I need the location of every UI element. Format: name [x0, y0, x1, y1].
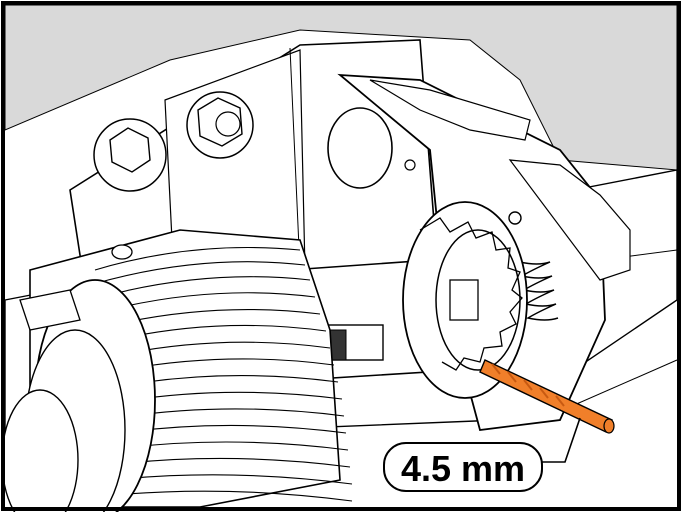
- spring-icon: [519, 261, 559, 321]
- hex-bolt-icon: [186, 91, 254, 159]
- drum-icon: [1, 229, 353, 512]
- hex-bolt-icon: [93, 118, 167, 192]
- ratchet-wheel-icon: [402, 201, 528, 399]
- boss-cap: [327, 107, 393, 189]
- callout-measurement: 4.5 mm: [383, 442, 543, 492]
- drill-size-label: 4.5 mm: [401, 448, 525, 489]
- drill-bit-icon: [479, 359, 615, 434]
- callout-leader: [540, 417, 581, 463]
- set-screw: [111, 244, 133, 260]
